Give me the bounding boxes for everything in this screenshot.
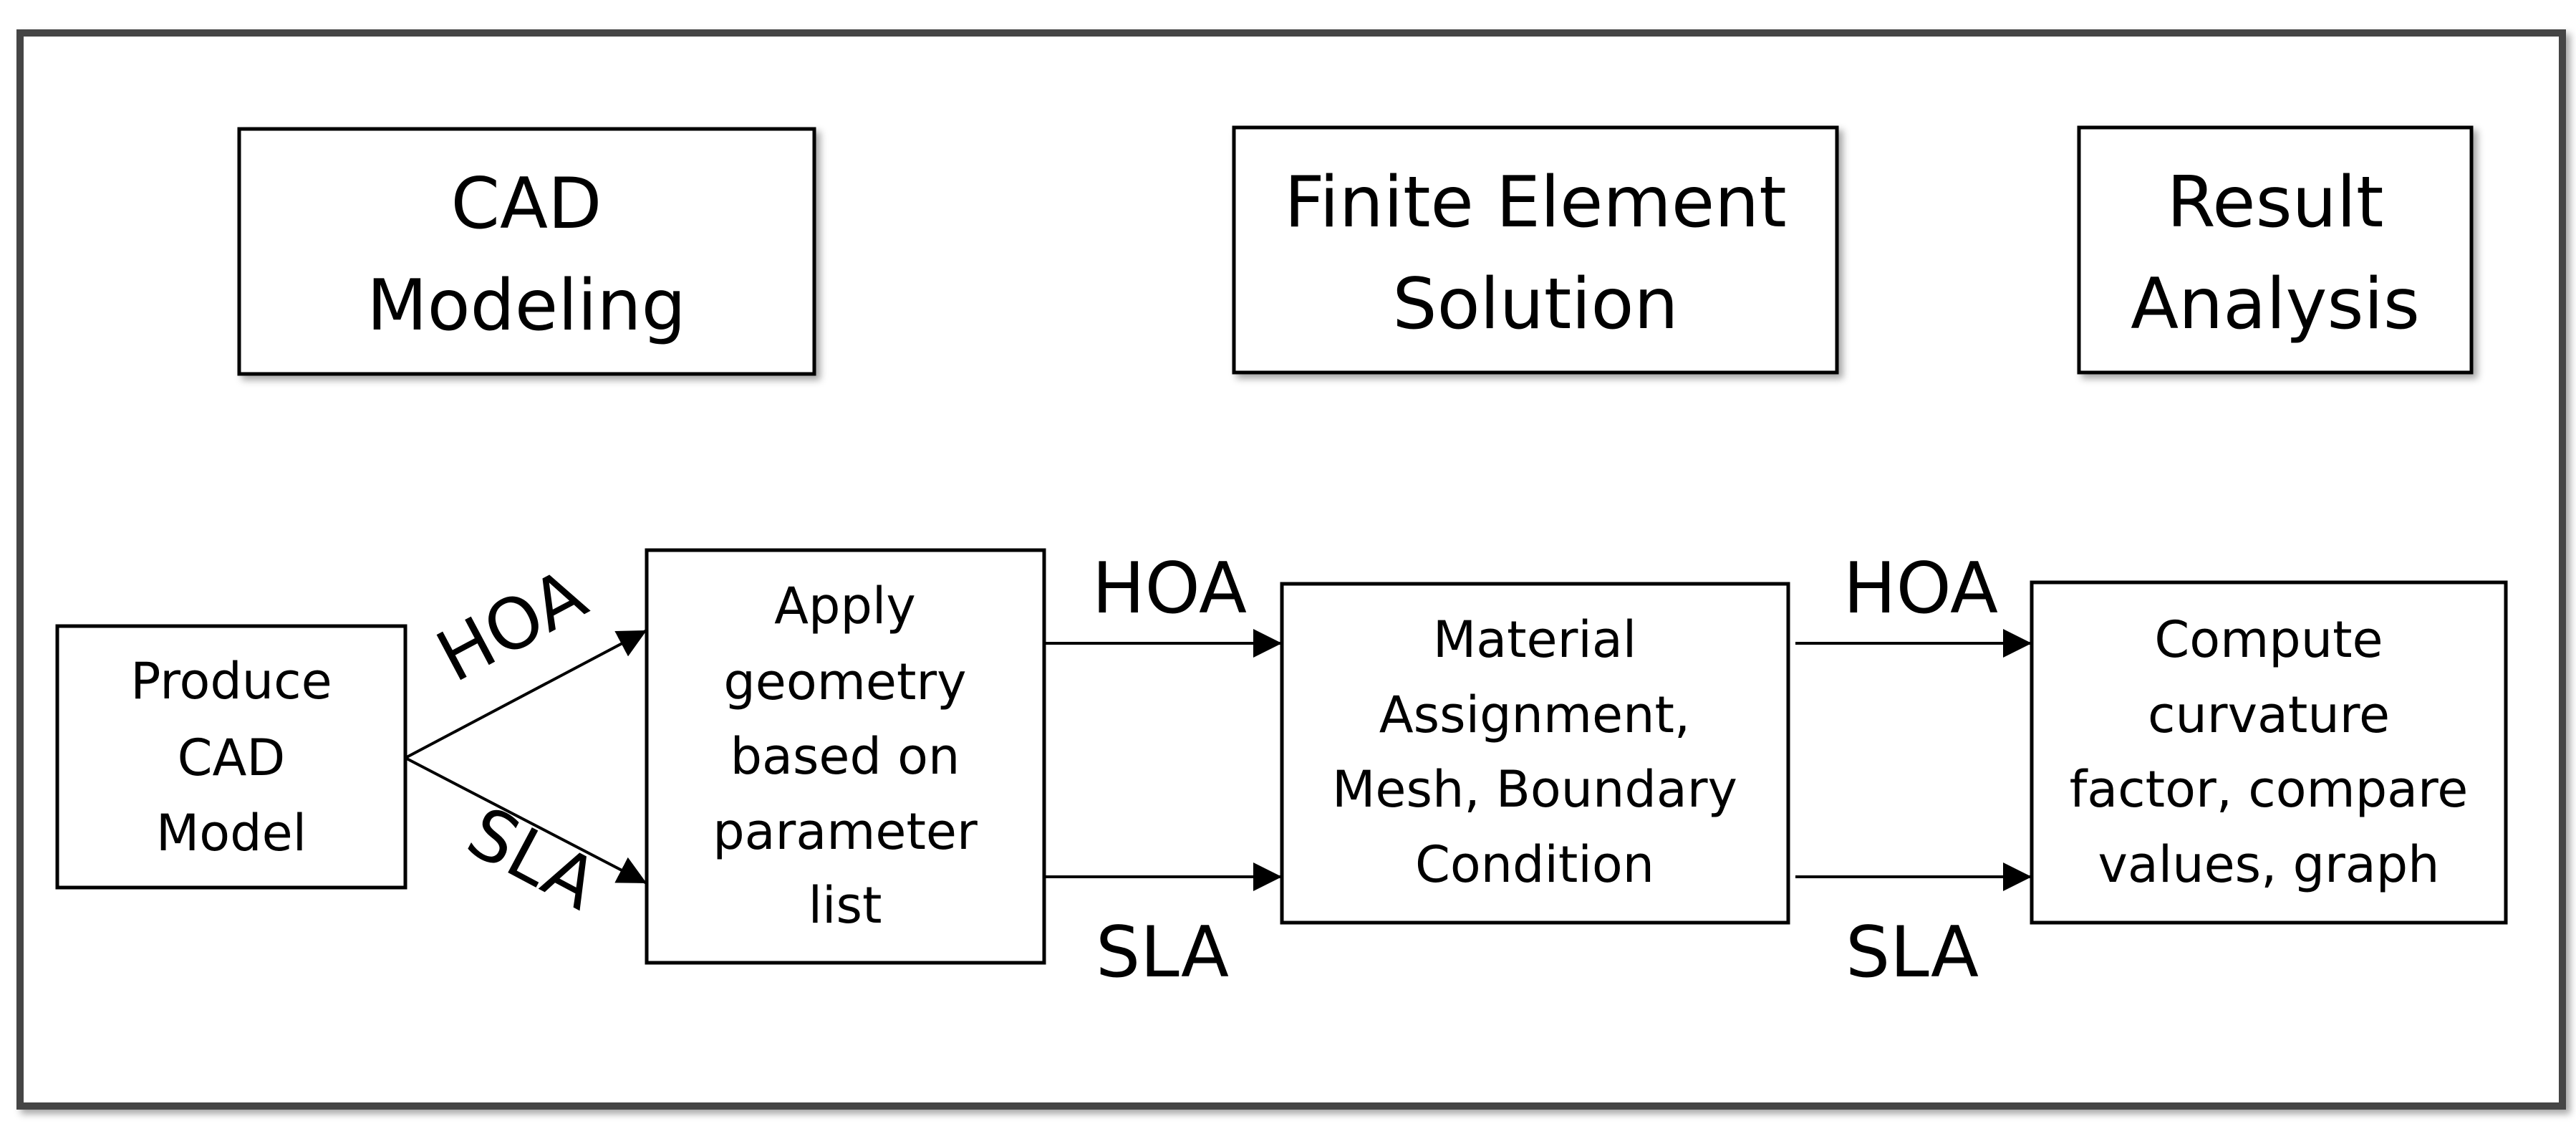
branch-label-sla-3: SLA bbox=[1846, 912, 1979, 994]
step-box bbox=[2030, 580, 2508, 925]
branch-label-sla-2: SLA bbox=[1096, 912, 1229, 994]
step-text-line: Apply bbox=[774, 577, 916, 635]
step-produce-cad-model: Produce CAD Model bbox=[55, 624, 407, 890]
step-text-line: CAD bbox=[178, 729, 286, 787]
step-text-line: curvature bbox=[2148, 686, 2390, 744]
stage-title-line2: Analysis bbox=[2131, 264, 2420, 345]
stage-title-line1: Finite Element bbox=[1284, 162, 1786, 244]
step-box bbox=[1280, 582, 1790, 925]
stage-title-line1: Result bbox=[2167, 162, 2384, 244]
step-material-mesh-boundary: Material Assignment, Mesh, Boundary Cond… bbox=[1280, 582, 1790, 925]
step-compute-curvature: Compute curvature factor, compare values… bbox=[2030, 580, 2508, 925]
step-text-line: Material bbox=[1433, 610, 1636, 669]
step-text-line: values, graph bbox=[2098, 835, 2439, 894]
step-text-line: Compute bbox=[2154, 610, 2383, 669]
step-text-line: based on bbox=[730, 727, 960, 786]
step-text-line: parameter bbox=[713, 802, 978, 861]
step-box bbox=[645, 548, 1046, 965]
step-text-line: factor, compare bbox=[2070, 760, 2469, 819]
stage-box bbox=[237, 127, 816, 376]
step-box bbox=[55, 624, 407, 890]
stage-box bbox=[2077, 125, 2474, 375]
branch-label-hoa-2: HOA bbox=[1092, 548, 1247, 630]
step-text-line: Model bbox=[156, 804, 307, 862]
stage-title-line2: Solution bbox=[1392, 264, 1678, 345]
arrow-produce-to-apply-sla bbox=[405, 756, 647, 885]
stage-title-line1: CAD bbox=[451, 163, 602, 245]
step-text-line: list bbox=[809, 876, 882, 935]
step-text-line: Mesh, Boundary bbox=[1332, 760, 1737, 819]
step-text-line: Produce bbox=[130, 652, 332, 711]
step-text-line: Condition bbox=[1415, 835, 1654, 894]
branch-label-hoa-3: HOA bbox=[1843, 548, 1998, 630]
step-text-line: geometry bbox=[723, 653, 966, 711]
step-text-line: Assignment, bbox=[1379, 686, 1690, 744]
stage-cad-modeling: CAD Modeling bbox=[237, 127, 816, 376]
arrow-produce-to-apply-hoa bbox=[405, 629, 647, 759]
stage-finite-element-solution: Finite Element Solution bbox=[1232, 125, 1839, 375]
stage-title-line2: Modeling bbox=[367, 265, 686, 347]
stage-result-analysis: Result Analysis bbox=[2077, 125, 2474, 375]
stage-box bbox=[1232, 125, 1839, 375]
step-apply-geometry: Apply geometry based on parameter list bbox=[645, 548, 1046, 965]
